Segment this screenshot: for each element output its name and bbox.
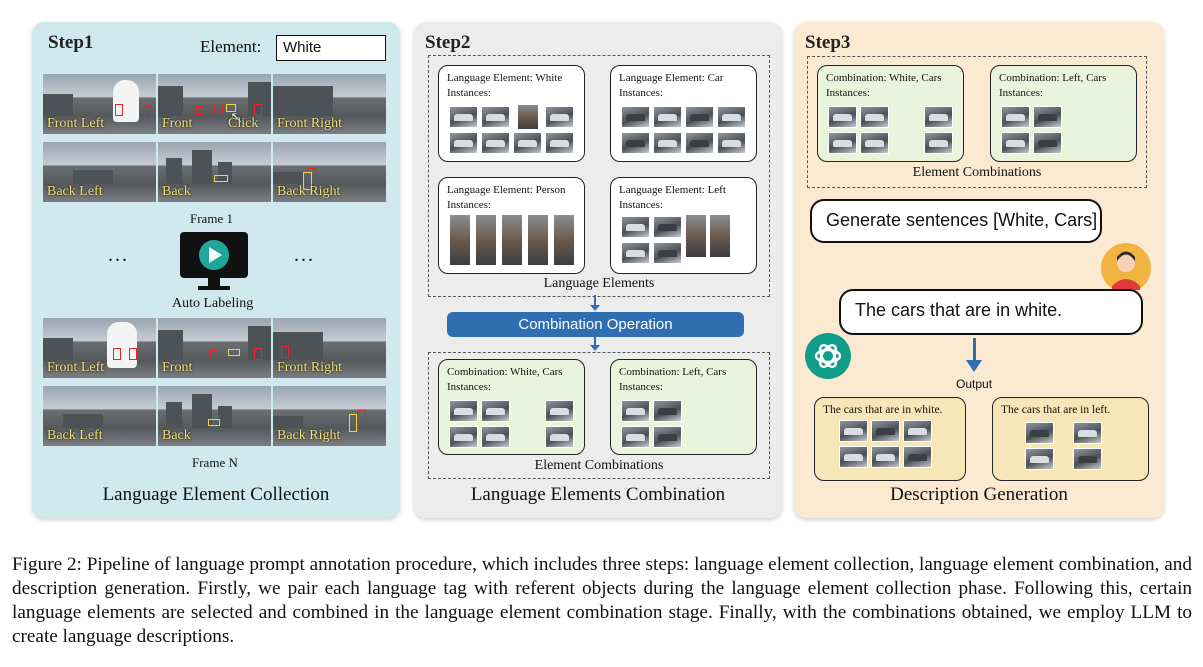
click-label: Click xyxy=(228,116,259,131)
camera-front-left: Front Left xyxy=(43,318,156,378)
auto-labeling-label: Auto Labeling xyxy=(172,296,254,311)
arrow-head-icon xyxy=(590,305,600,311)
camera-back: Back xyxy=(158,386,271,446)
step2-title: Language Elements Combination xyxy=(470,484,726,505)
step2-label: Step2 xyxy=(425,32,471,53)
output-arrow-head-icon xyxy=(966,360,982,372)
ellipsis-right: ... xyxy=(294,244,315,266)
figure-caption: Figure 2: Pipeline of language prompt an… xyxy=(12,554,1192,647)
chatgpt-logo-icon xyxy=(804,332,852,385)
ellipsis-left: ... xyxy=(108,244,129,266)
pointer-cursor-icon: ↖ xyxy=(230,110,244,127)
element-input[interactable]: White xyxy=(276,35,386,61)
camera-label: Front Left xyxy=(47,116,105,131)
prompt-text: Generate sentences [White, Cars] xyxy=(826,210,1098,230)
camera-label: Front Left xyxy=(47,360,105,375)
camera-label: Front xyxy=(162,360,193,375)
camera-front-right: Front Right xyxy=(273,318,386,378)
camera-back: Back xyxy=(158,142,271,202)
camera-front: Front xyxy=(158,318,271,378)
camera-label: Back Left xyxy=(47,184,103,199)
step1-panel: Step1 Element: White Front Left ↖ Front … xyxy=(32,22,400,518)
camera-label: Back xyxy=(162,184,191,199)
result-card-left: The cars that are in left. xyxy=(992,397,1149,481)
language-elements-label: Language Elements xyxy=(543,276,655,291)
camera-label: Back xyxy=(162,428,191,443)
camera-label: Back Right xyxy=(277,428,341,443)
camera-back-left: Back Left xyxy=(43,142,156,202)
camera-label: Front Right xyxy=(277,116,342,131)
camera-back-right: Back Right xyxy=(273,386,386,446)
output-label: Output xyxy=(956,377,993,391)
monitor-play-icon xyxy=(178,230,250,299)
element-input-value: White xyxy=(283,39,322,56)
camera-back-right: Back Right xyxy=(273,142,386,202)
camera-label: Back Left xyxy=(47,428,103,443)
result-text: The cars that are in white. xyxy=(823,404,943,416)
arrow-down-icon xyxy=(594,295,596,307)
result-text: The cars that are in left. xyxy=(1001,404,1111,416)
prompt-bubble: Generate sentences [White, Cars] xyxy=(810,199,1102,243)
camera-label: Back Right xyxy=(277,184,341,199)
combination-operation-label: Combination Operation xyxy=(518,316,673,333)
step1-title: Language Element Collection xyxy=(102,484,330,505)
reply-text: The cars that are in white. xyxy=(855,300,1063,320)
result-card-white: The cars that are in white. xyxy=(814,397,966,481)
reply-bubble: The cars that are in white. xyxy=(839,289,1143,335)
camera-front-right: Front Right xyxy=(273,74,386,134)
camera-front[interactable]: ↖ Front Click xyxy=(158,74,271,134)
element-combinations-label: Element Combinations xyxy=(534,458,664,473)
output-arrow-icon xyxy=(973,338,976,364)
camera-label: Front Right xyxy=(277,360,342,375)
camera-label: Front xyxy=(162,116,193,131)
element-field-label: Element: xyxy=(200,37,262,56)
step1-label: Step1 xyxy=(48,32,94,53)
user-avatar-icon xyxy=(1100,242,1152,299)
step3-title: Description Generation xyxy=(890,484,1068,505)
arrow-head-icon xyxy=(590,345,600,351)
combination-operation-bar: Combination Operation xyxy=(447,312,744,337)
camera-front-left: Front Left xyxy=(43,74,156,134)
frame-n-label: Frame N xyxy=(192,455,238,470)
step3-label: Step3 xyxy=(805,32,851,53)
camera-back-left: Back Left xyxy=(43,386,156,446)
element-combinations-label: Element Combinations xyxy=(912,165,1042,180)
arrow-down-icon xyxy=(594,337,596,347)
frame-1-label: Frame 1 xyxy=(190,211,233,226)
